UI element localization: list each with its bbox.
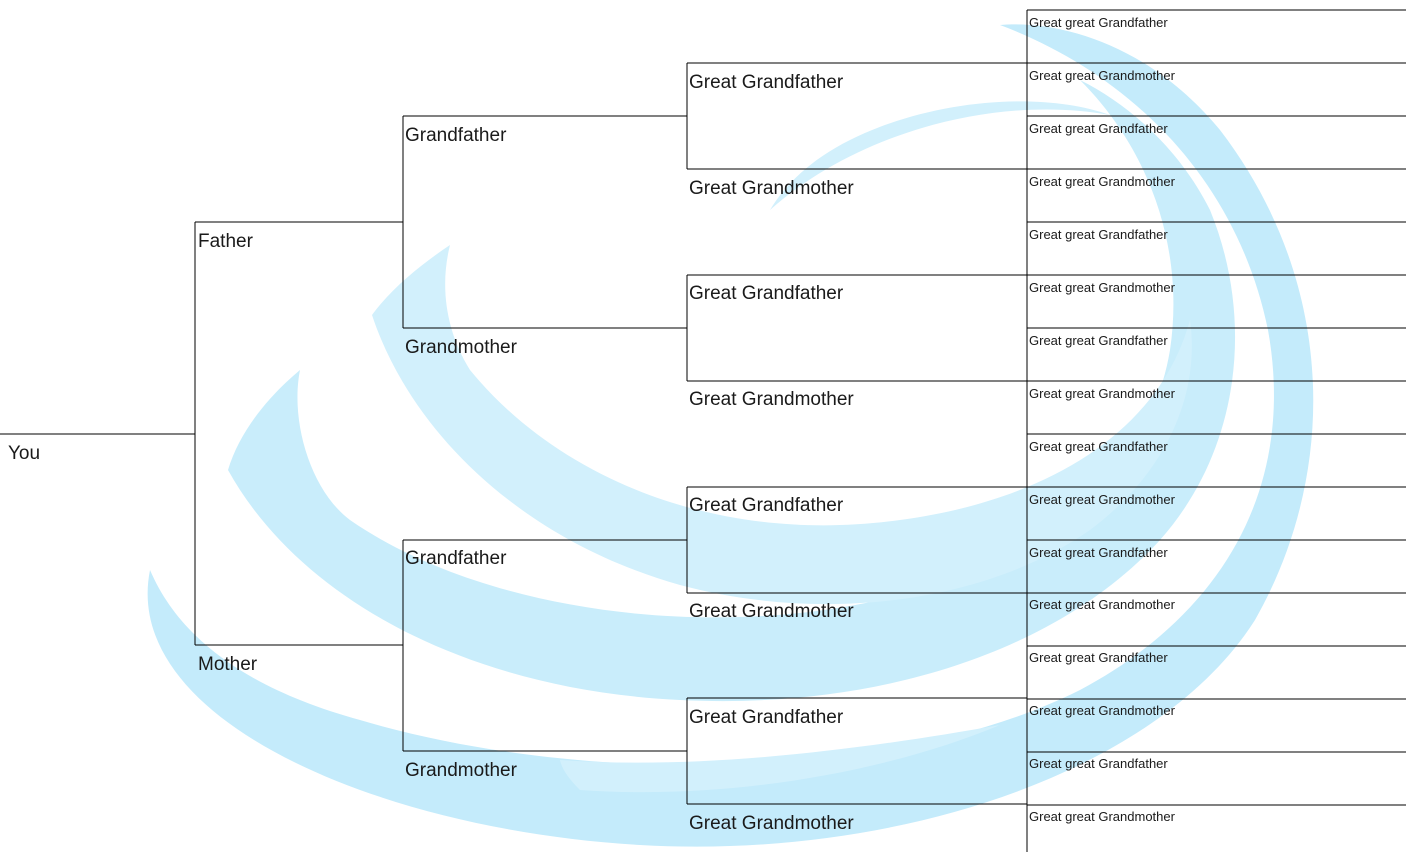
person-father[interactable]: Father [198,231,253,252]
person-maternal-grandmother[interactable]: Grandmother [405,760,517,781]
person-great-grandmother[interactable]: Great Grandmother [689,389,854,410]
person-great-great-grandmother[interactable]: Great great Grandmother [1029,809,1175,824]
person-great-great-grandfather[interactable]: Great great Grandfather [1029,545,1168,560]
person-paternal-grandfather[interactable]: Grandfather [405,125,507,146]
watermark-swoosh-arc [770,101,1110,210]
person-great-great-grandfather[interactable]: Great great Grandfather [1029,333,1168,348]
person-great-great-grandmother[interactable]: Great great Grandmother [1029,703,1175,718]
person-great-great-grandmother[interactable]: Great great Grandmother [1029,280,1175,295]
person-paternal-grandmother[interactable]: Grandmother [405,337,517,358]
person-great-great-grandmother[interactable]: Great great Grandmother [1029,492,1175,507]
person-great-grandfather[interactable]: Great Grandfather [689,495,844,516]
person-great-great-grandmother[interactable]: Great great Grandmother [1029,386,1175,401]
person-great-grandmother[interactable]: Great Grandmother [689,601,854,622]
person-great-great-grandmother[interactable]: Great great Grandmother [1029,68,1175,83]
person-great-grandfather[interactable]: Great Grandfather [689,707,844,728]
watermark-swoosh-inner [372,245,1192,605]
person-great-grandmother[interactable]: Great Grandmother [689,178,854,199]
person-you[interactable]: You [8,443,41,464]
watermark-swoosh-tail [560,725,1000,793]
person-maternal-grandfather[interactable]: Grandfather [405,548,507,569]
person-great-grandfather[interactable]: Great Grandfather [689,283,844,304]
watermark-swoosh-middle [228,80,1236,702]
person-great-grandfather[interactable]: Great Grandfather [689,72,844,93]
watermark-swoosh-outer [147,24,1314,847]
person-great-great-grandfather[interactable]: Great great Grandfather [1029,121,1168,136]
person-mother[interactable]: Mother [198,654,258,675]
person-great-grandmother[interactable]: Great Grandmother [689,813,854,834]
person-great-great-grandmother[interactable]: Great great Grandmother [1029,597,1175,612]
person-great-great-grandfather[interactable]: Great great Grandfather [1029,227,1168,242]
person-great-great-grandfather[interactable]: Great great Grandfather [1029,15,1168,30]
person-great-great-grandmother[interactable]: Great great Grandmother [1029,174,1175,189]
person-great-great-grandfather[interactable]: Great great Grandfather [1029,439,1168,454]
person-great-great-grandfather[interactable]: Great great Grandfather [1029,756,1168,771]
person-great-great-grandfather[interactable]: Great great Grandfather [1029,650,1168,665]
